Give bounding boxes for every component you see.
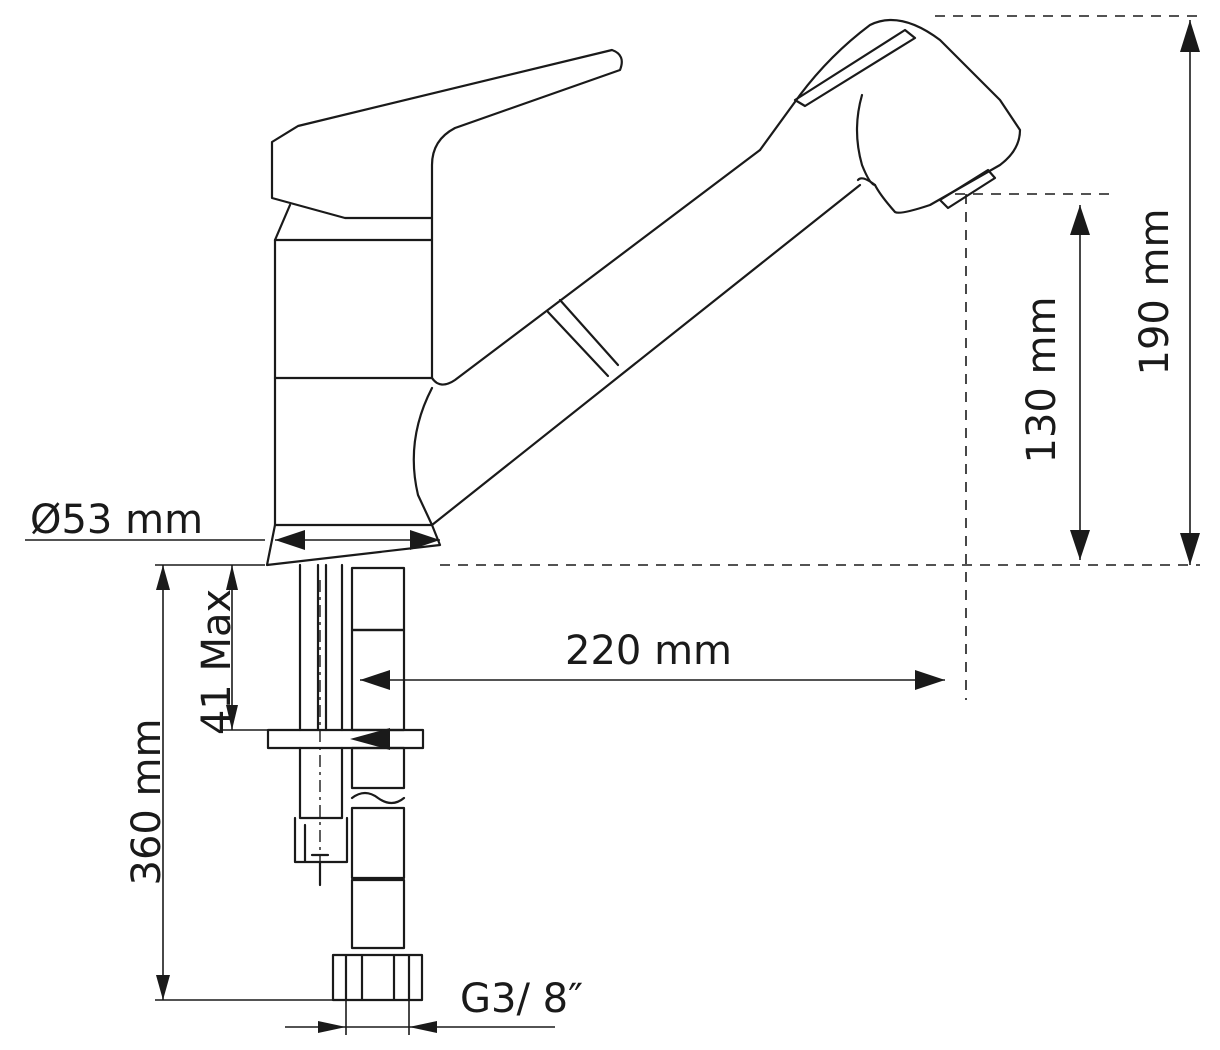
spout-height-arrow-top (1070, 205, 1090, 235)
spout-ring (546, 298, 620, 378)
spray-head-face (855, 93, 877, 187)
max-thickness-arrow-bottom (226, 705, 238, 730)
reach-arrow-left (360, 670, 390, 690)
max-thickness-label: 41 Max (194, 589, 240, 735)
plate-arrow (350, 728, 390, 750)
thread-arrow-left (318, 1021, 346, 1033)
spray-head-top-rib (793, 28, 917, 108)
hose-break (350, 791, 406, 805)
hose-length-arrow-bottom (156, 975, 170, 1000)
lever-handle (270, 48, 623, 220)
dimension-lines (156, 20, 1200, 1033)
hose-length-label: 360 mm (124, 719, 170, 886)
faucet-outline (265, 18, 1022, 567)
mounting-parts (266, 563, 425, 887)
thread-arrow-right (409, 1021, 437, 1033)
mounting-plate (266, 728, 425, 750)
reach-label: 220 mm (565, 628, 732, 674)
body-column (273, 238, 434, 527)
mounting-bolt (293, 746, 349, 887)
dimension-labels: Ø53 mm 220 mm G3/ 8″ 130 mm 190 mm 360 m… (30, 209, 1178, 1023)
handle-base-cap (273, 203, 434, 242)
braided-hose (331, 566, 424, 1002)
total-height-arrow-bottom (1180, 533, 1200, 565)
spout-height-arrow-bottom (1070, 530, 1090, 560)
hose-hex-nut (331, 953, 424, 1002)
body-lower-curve (412, 386, 434, 527)
spray-head (758, 18, 1022, 214)
spout-arm (430, 148, 862, 527)
hose-lower-ferrule (350, 878, 406, 950)
spray-nozzle (938, 168, 997, 210)
hose-middle-braid (350, 746, 406, 790)
total-height-label: 190 mm (1132, 209, 1178, 376)
reach-arrow-right (915, 670, 945, 690)
diameter-arrow-right (410, 530, 440, 550)
mounting-rod (298, 563, 344, 732)
hose-lower-braid (350, 806, 406, 880)
spout-height-label: 130 mm (1019, 297, 1065, 464)
hose-upper-ferrule (350, 566, 406, 632)
body-base (265, 523, 442, 567)
thread-label: G3/ 8″ (460, 976, 583, 1022)
extension-lines (25, 15, 1200, 1035)
diameter-label: Ø53 mm (30, 497, 203, 543)
total-height-arrow-top (1180, 20, 1200, 52)
max-thickness-arrow-top (226, 565, 238, 590)
hose-length-arrow-top (156, 565, 170, 590)
diameter-arrow-left (275, 530, 305, 550)
